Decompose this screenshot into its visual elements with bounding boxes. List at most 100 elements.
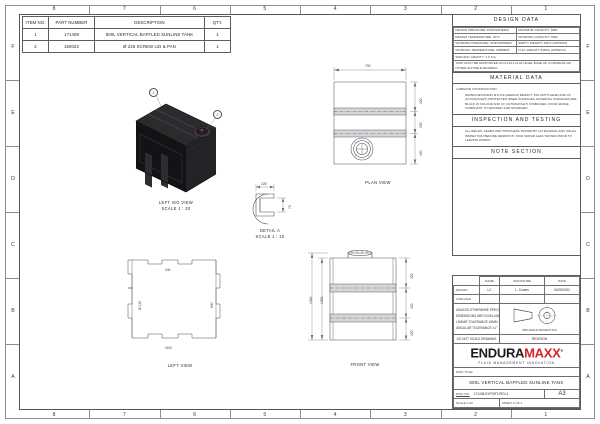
inspection-body: ALL WELDS, SEAMS AND THICKNESS TESTED BY… — [465, 129, 577, 143]
title-block-header-row: NAME SIGNATURE DATE — [453, 276, 580, 286]
table-row: WORKING TEMPERATURE: AMBIENT FULL WEIGHT… — [453, 46, 580, 54]
bom-cell-desc: Ø 225 SCREW LID & PAN — [94, 40, 205, 53]
zone-col-3: 3 — [403, 412, 407, 418]
zone-col-2: 2 — [474, 6, 478, 12]
bom-cell-part: 171408 — [48, 28, 95, 41]
zone-row-F: F — [11, 44, 15, 50]
balloon-1: 1 — [149, 88, 158, 97]
front-view-geometry — [308, 250, 410, 341]
design-cell: DESIGN PRESSURE: ATMOSPHERIC — [453, 26, 517, 35]
specification-column: DESIGN DATA DESIGN PRESSURE: ATMOSPHERIC… — [452, 14, 581, 256]
zone-col-7: 7 — [122, 6, 126, 12]
note-section-title: NOTE SECTION — [453, 147, 580, 159]
left-dim-dia: Ø 130 — [138, 301, 142, 310]
table-row: UNLESS OTHERWISE SPECIFIEDDIMENSIONS ARE… — [453, 303, 580, 335]
zone-row-C: C — [11, 242, 15, 248]
design-cell: FULL WEIGHT: 846KG (APPROX) — [516, 46, 580, 54]
zone-row-A: A — [586, 374, 590, 380]
zone-tick — [440, 5, 442, 14]
tb-drawn-label: DRAWN — [453, 285, 480, 295]
zone-row-E: E — [586, 110, 590, 116]
sheet-size: A3 — [544, 389, 580, 400]
note-section-area — [453, 159, 580, 255]
zone-row-B: B — [586, 308, 590, 314]
tb-checked-date — [544, 294, 580, 304]
zone-col-1: 1 — [544, 412, 548, 418]
bom-cell-part: 150022 — [48, 40, 95, 53]
zone-tick — [5, 146, 19, 147]
tb-checked-label: CHECKED — [453, 294, 480, 304]
zone-col-2: 2 — [474, 412, 478, 418]
material-data-title: MATERIAL DATA — [453, 73, 580, 85]
front-dim-body: 1280 — [320, 296, 324, 304]
zone-col-8: 8 — [52, 412, 56, 418]
design-support-note: TANK MUST BE SUPPORTED ON A FULL FLAT LE… — [453, 59, 580, 72]
bom-header-item: ITEM NO. — [22, 16, 49, 29]
zone-tick — [370, 410, 372, 419]
dwg-number-value: 171408-EXPORT-REV-1 — [473, 392, 509, 397]
bom-header-desc: DESCRIPTION — [94, 16, 205, 29]
tb-header-name: NAME — [479, 276, 500, 286]
table-row: WORKING PRESSURE: ATMOSPHERIC EMPTY WEIG… — [453, 39, 580, 48]
view-left-iso: 1 2 LEFT ISO VIEW SCALE 1 : 20 — [120, 88, 232, 216]
view-front: 1350 1280 420 440 420 FRONT VIEW — [300, 246, 430, 378]
plan-dim-c: 420 — [419, 150, 423, 156]
bom-cell-qty: 1 — [204, 28, 231, 41]
logo-trademark: ® — [560, 348, 563, 353]
company-logo: ENDURAMAXX® FLUID MANAGEMENT INNOVATION — [453, 342, 580, 369]
logo-row: ENDURAMAXX® FLUID MANAGEMENT INNOVATION — [453, 342, 580, 369]
table-row: SPECIFIC GRAVITY: 1.0 S.G — [453, 52, 580, 61]
design-data-block: DESIGN DATA DESIGN PRESSURE: ATMOSPHERIC… — [452, 14, 581, 73]
front-dim-b: 440 — [410, 303, 414, 309]
scale-label: SCALE 1:20 — [453, 398, 500, 409]
zone-col-5: 5 — [263, 6, 267, 12]
bom-cell-item: 2 — [22, 40, 49, 53]
bom-cell-item: 1 — [22, 28, 49, 41]
zone-tick — [581, 344, 595, 345]
bom-header-part: PART NUMBER — [48, 16, 95, 29]
note-section-block: NOTE SECTION — [452, 147, 581, 256]
design-cell: WORKING TEMPERATURE: AMBIENT — [453, 46, 517, 54]
table-row: DWG NO: 171408-EXPORT-REV-1 A3 — [453, 389, 580, 400]
zone-tick — [229, 410, 231, 419]
zone-col-5: 5 — [263, 412, 267, 418]
material-lead: LAMINATE CONSTRUCTION: — [456, 86, 498, 91]
bill-of-materials: ITEM NO. PART NUMBER DESCRIPTION QTY. 1 … — [22, 16, 231, 53]
table-row: CHECKED — [453, 294, 580, 304]
design-cell: WORKING CAPACITY: 800L — [516, 33, 580, 41]
dwg-title-value: 800L VERTICAL BAFFLED SUNLINE TANK — [469, 380, 564, 386]
zone-row-C: C — [586, 242, 590, 248]
plan-dim-b: 300 — [419, 122, 423, 128]
zone-row-D: D — [586, 176, 590, 182]
title-block: NAME SIGNATURE DATE DRAWN LC L. Coates 0… — [452, 275, 581, 410]
table-row: SCALE 1:20 SHEET 1 OF 1 — [453, 398, 580, 409]
left-view-label: LEFT VIEW — [167, 363, 193, 368]
left-dim-inner: 440 — [165, 268, 171, 272]
zone-tick — [5, 80, 19, 81]
table-row: 800L VERTICAL BAFFLED SUNLINE TANK — [453, 376, 580, 391]
zone-col-1: 1 — [544, 6, 548, 12]
plan-dim-width: 700 — [365, 64, 371, 68]
logo-tagline: FLUID MANAGEMENT INNOVATION — [478, 361, 555, 366]
detail-dim-top: 225 — [261, 182, 267, 186]
tb-drawn-signature: L. Coates — [499, 285, 545, 295]
front-dim-total: 1350 — [309, 296, 313, 304]
tb-drawn-date: 04/05/2022 — [544, 285, 580, 295]
zone-tick — [581, 278, 595, 279]
do-not-scale-note: DO NOT SCALE DRAWING — [453, 333, 500, 344]
logo-text-red: MAXX — [524, 344, 561, 360]
iso-view-scale: SCALE 1 : 20 — [161, 206, 191, 211]
iso-tank-model — [135, 95, 217, 193]
zone-col-6: 6 — [193, 6, 197, 12]
zone-tick — [5, 344, 19, 345]
logo-text-dark: ENDURA — [470, 344, 525, 360]
zone-col-4: 4 — [333, 412, 337, 418]
iso-view-label: LEFT ISO VIEW — [158, 200, 194, 205]
tb-header-date: DATE — [544, 276, 580, 286]
zone-col-4: 4 — [333, 6, 337, 12]
tb-header-signature: SIGNATURE — [499, 276, 545, 286]
zone-tick — [300, 410, 301, 419]
front-view-label: FRONT VIEW — [350, 362, 380, 367]
projection-symbol-cell: 3RD ANGLE PROJECTION — [499, 303, 580, 335]
view-detail-a: 225 70 DETAIL A SCALE 1 : 10 — [238, 182, 302, 240]
